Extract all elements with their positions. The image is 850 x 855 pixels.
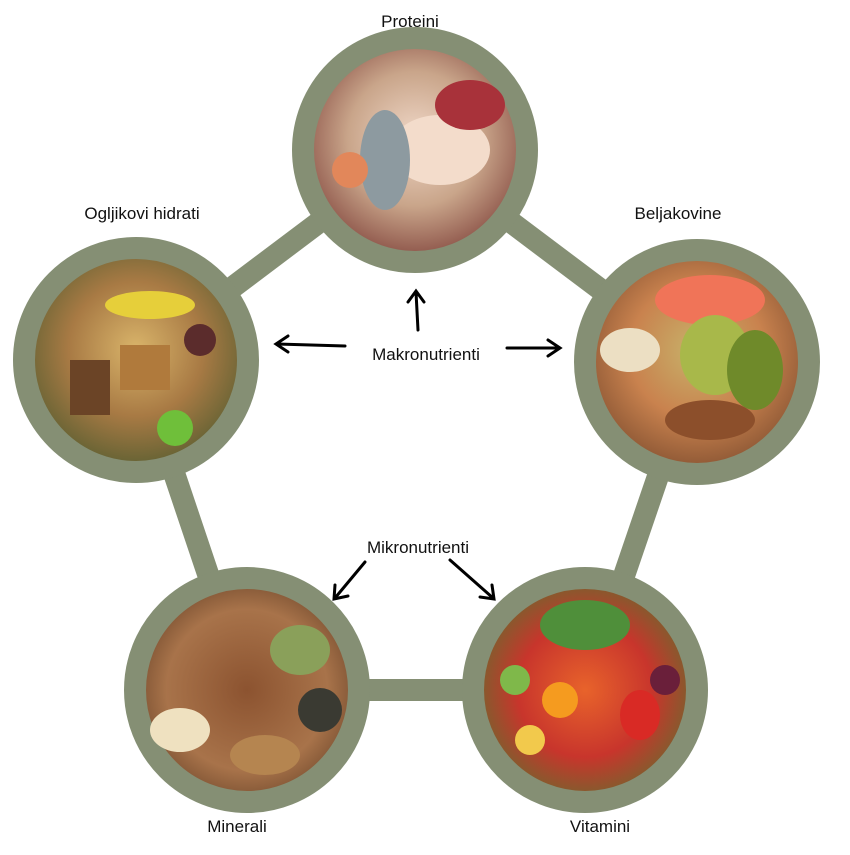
label-makronutrienti: Makronutrienti: [372, 345, 480, 364]
node-vitamini: [462, 567, 708, 813]
arrows: [273, 288, 563, 601]
label-minerali: Minerali: [207, 817, 267, 836]
node-proteini: [292, 27, 538, 273]
label-ogljikovi-hidrati: Ogljikovi hidrati: [84, 204, 199, 223]
arrow-to-ogljikovi: [273, 334, 347, 354]
arrow-to-beljakovine: [505, 338, 563, 358]
arrow-to-minerali: [332, 560, 367, 601]
label-mikronutrienti: Mikronutrienti: [367, 538, 469, 557]
node-beljakovine: [574, 239, 820, 485]
label-vitamini: Vitamini: [570, 817, 630, 836]
arrow-to-proteini: [406, 288, 426, 332]
node-minerali: [124, 567, 370, 813]
label-proteini: Proteini: [381, 12, 439, 31]
arrow-to-vitamini: [448, 558, 496, 601]
node-ogljikovi-hidrati: [13, 237, 259, 483]
label-beljakovine: Beljakovine: [635, 204, 722, 223]
